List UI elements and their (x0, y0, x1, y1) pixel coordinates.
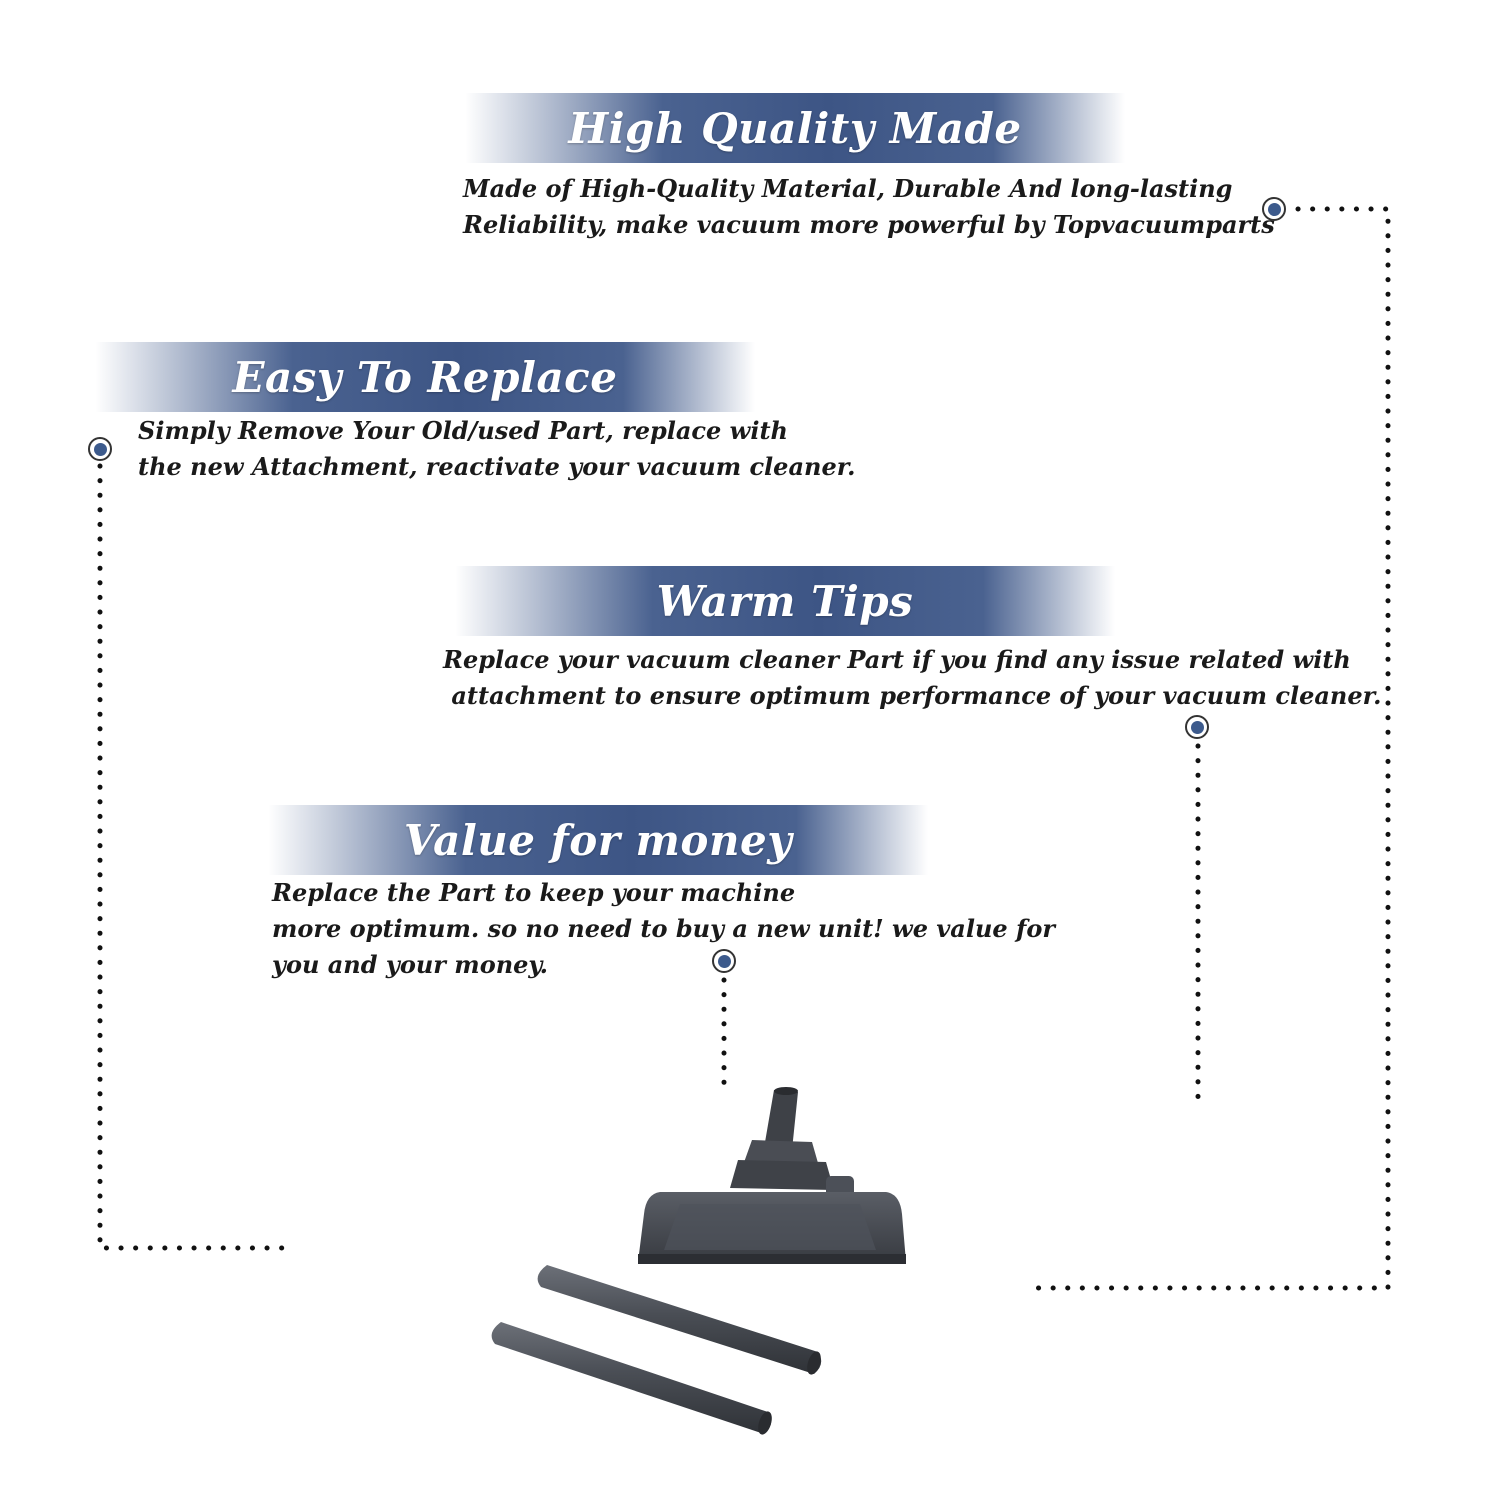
banner-warm-tips: Warm Tips (455, 566, 1115, 636)
description-warm-tips: Replace your vacuum cleaner Part if you … (443, 642, 1381, 714)
banner-high-quality: High Quality Made (465, 93, 1125, 163)
floor-brush-icon (638, 1087, 906, 1264)
section-title: Warm Tips (656, 576, 914, 626)
description-line: Simply Remove Your Old/used Part, replac… (138, 416, 788, 445)
extension-tube-icon (491, 1322, 772, 1435)
section-title: Easy To Replace (232, 352, 618, 402)
marker-value-money-icon (712, 949, 736, 973)
marker-high-quality-icon (1262, 197, 1286, 221)
description-line: the new Attachment, reactivate your vacu… (138, 452, 856, 481)
description-line: Reliability, make vacuum more powerful b… (463, 210, 1275, 239)
description-line: you and your money. (272, 950, 548, 979)
description-high-quality: Made of High-Quality Material, Durable A… (463, 171, 1275, 243)
banner-value-money: Value for money (268, 805, 928, 875)
description-easy-replace: Simply Remove Your Old/used Part, replac… (138, 413, 856, 485)
description-line: more optimum. so no need to buy a new un… (272, 914, 1055, 943)
marker-warm-tips-icon (1185, 715, 1209, 739)
description-line: Replace the Part to keep your machine (272, 878, 796, 907)
connector-easy-replace (97, 463, 299, 1251)
description-line: attachment to ensure optimum performance… (443, 681, 1382, 710)
section-title: High Quality Made (568, 103, 1022, 153)
description-line: Made of High-Quality Material, Durable A… (463, 174, 1233, 203)
section-title: Value for money (403, 815, 793, 865)
description-value-money: Replace the Part to keep your machine mo… (272, 875, 1055, 983)
connector-high-quality (1035, 206, 1391, 1291)
extension-tube-icon (537, 1265, 822, 1375)
description-line: Replace your vacuum cleaner Part if you … (443, 645, 1351, 674)
marker-easy-replace-icon (88, 437, 112, 461)
banner-easy-replace: Easy To Replace (95, 342, 755, 412)
